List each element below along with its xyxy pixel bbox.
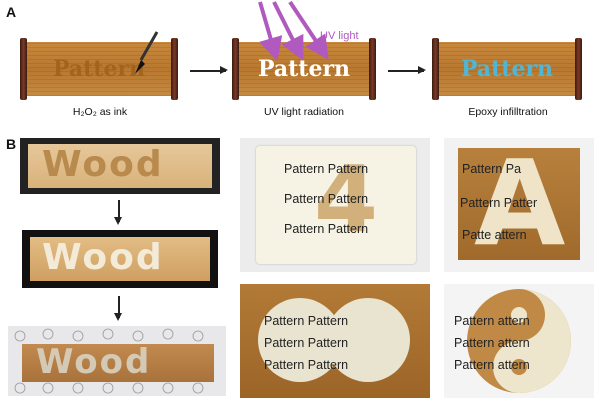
scroll-epoxy-text: Pattern: [460, 56, 554, 82]
photo-d: A Pattern Pa Pattern Patter Patte attern: [444, 138, 594, 272]
text-c-3: Pattern Pattern: [284, 222, 369, 236]
text-f-2: Pattern attern: [454, 336, 530, 350]
cloud-pattern-background: [14, 328, 204, 394]
symbol-a: A: [474, 138, 566, 272]
text-d-2: Pattern Patter: [460, 196, 538, 210]
caption-uv: UV light radiation: [264, 106, 344, 118]
arrow-a1: [190, 67, 228, 73]
yin-yang-shape: [467, 289, 571, 393]
wood-photo-1: Wood: [20, 138, 220, 194]
text-d-1: Pattern Pa: [462, 162, 522, 176]
text-c-1: Pattern Pattern: [284, 162, 369, 176]
panel-label-a: A: [6, 4, 17, 20]
panel-label-b: B: [6, 136, 17, 152]
text-d-3: Patte attern: [462, 228, 527, 242]
uv-light-label: UV light: [320, 30, 359, 42]
arrow-b1: [115, 200, 121, 225]
scroll-epoxy: Pattern: [432, 38, 582, 100]
scroll-uv-text: Pattern: [257, 56, 351, 82]
caption-epoxy: Epoxy infilltration: [468, 106, 548, 118]
wood-word-3: Wood: [36, 342, 152, 382]
photo-c: 4 Pattern Pattern Pattern Pattern Patter…: [240, 138, 430, 272]
scroll-uv: Pattern: [232, 38, 376, 100]
text-e-2: Pattern Pattern: [264, 336, 349, 350]
text-f-3: Pattern attern: [454, 358, 530, 372]
text-e-3: Pattern Pattern: [264, 358, 349, 372]
uv-light-rays: [258, 0, 329, 60]
symbol-4: 4: [314, 146, 379, 253]
wood-photo-2: Wood: [22, 230, 218, 288]
text-e-1: Pattern Pattern: [264, 314, 349, 328]
scroll-ink-text: Pattern: [52, 56, 146, 82]
wood-photo-3: Wood: [8, 326, 226, 396]
arrow-a2: [388, 67, 426, 73]
text-c-2: Pattern Pattern: [284, 192, 369, 206]
wood-word-2: Wood: [42, 237, 164, 278]
photo-f: Pattern attern Pattern attern Pattern at…: [444, 284, 594, 398]
arrow-b2: [115, 296, 121, 321]
infinity-shape: [258, 298, 410, 382]
brush-icon: [135, 31, 159, 74]
photo-e: Pattern Pattern Pattern Pattern Pattern …: [240, 284, 430, 398]
wood-word-1: Wood: [42, 144, 164, 185]
text-f-1: Pattern attern: [454, 314, 530, 328]
caption-ink: H₂O₂ as ink: [72, 106, 128, 118]
